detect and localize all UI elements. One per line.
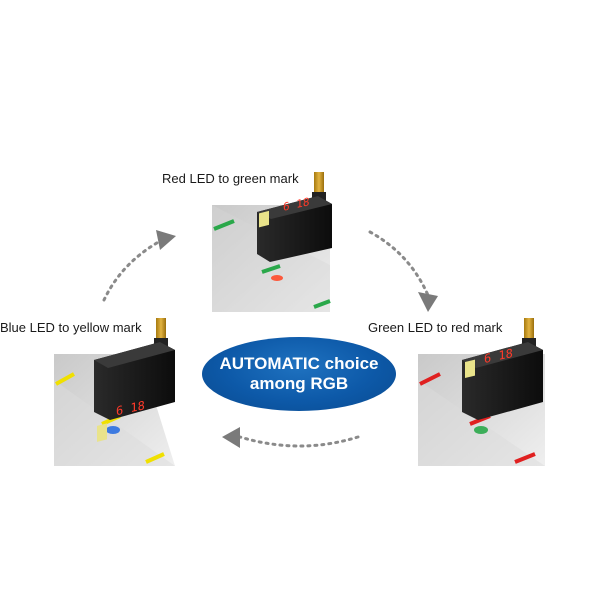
cycle-arrow-top-right [368, 230, 432, 302]
arrowhead-icon [418, 292, 438, 312]
sensor-right: 6 18 [418, 318, 545, 466]
blue-light-spot [106, 426, 120, 434]
yellow-mark [145, 452, 165, 464]
cable [314, 172, 324, 198]
cable [524, 318, 534, 344]
sensor-display: 6 18 [116, 398, 145, 418]
cycle-arrow-left-top [102, 238, 164, 302]
red-mark [514, 452, 536, 464]
label-right: Green LED to red mark [368, 320, 503, 335]
red-light-spot [271, 275, 283, 281]
red-mark [419, 372, 441, 386]
green-light-spot [474, 426, 488, 434]
arrowhead-icon [156, 230, 176, 250]
green-mark [261, 264, 281, 274]
center-line-1: AUTOMATIC choice [219, 354, 379, 373]
arrowhead-icon [222, 427, 240, 448]
sensor-left: 6 18 [54, 318, 175, 466]
label-left: Blue LED to yellow mark [0, 320, 142, 335]
green-mark [213, 219, 235, 231]
cycle-arrow-bottom [238, 435, 360, 448]
cable [156, 318, 166, 344]
yellow-mark [55, 372, 75, 386]
sensor-display: 6 18 [484, 346, 513, 366]
sensor-display: 6 18 [283, 195, 309, 213]
green-mark [313, 299, 331, 309]
center-badge: AUTOMATIC choice among RGB [202, 337, 396, 411]
sensor-top: 6 18 [212, 172, 332, 312]
label-top: Red LED to green mark [162, 171, 299, 186]
center-line-2: among RGB [249, 374, 349, 393]
